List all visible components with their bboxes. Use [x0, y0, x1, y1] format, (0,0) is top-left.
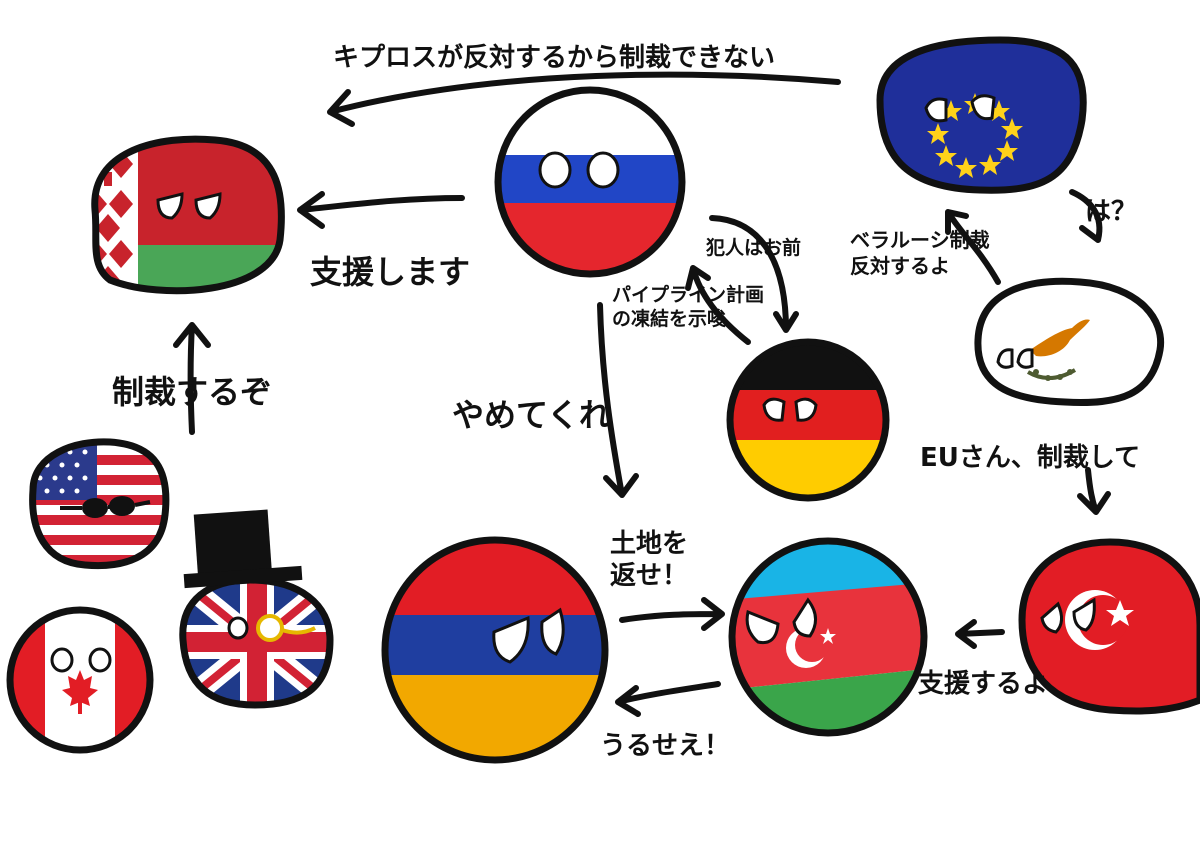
azerbaijan-ball: [728, 537, 928, 737]
top-hat-icon: [183, 509, 303, 589]
sunglasses-icon: [60, 496, 151, 518]
cyprus-ball: [974, 277, 1165, 406]
label-germany-culprit: 犯人はお前: [706, 237, 802, 259]
label-pipeline-freeze-1: パイプライン計画: [612, 284, 765, 306]
belarus-ball: [91, 135, 285, 295]
turkey-ball: [1018, 538, 1200, 715]
arrow-cyprus-to-turkey: [1077, 467, 1111, 515]
arrow-armenia-to-azerbaijan: [619, 597, 725, 631]
arrow-turkey-to-azerbaijan: [955, 619, 1005, 649]
canada-ball: [6, 606, 154, 754]
label-west-sanctions: 制裁するぞ: [112, 373, 273, 411]
monocle-icon: [256, 614, 316, 642]
label-turkey-supports: 支援するよ: [918, 669, 1049, 699]
arrow-armenia-russia: [597, 302, 639, 498]
arrow-azerbaijan-to-armenia: [615, 681, 721, 717]
label-russia-supports: 支援します: [310, 253, 471, 291]
label-armenia-to-russia: やめてくれ: [452, 396, 612, 434]
arrow-eu-to-belarus: [327, 71, 841, 127]
label-cyprus-oppose-2: 反対するよ: [850, 254, 950, 278]
arrow-west-to-belarus: [173, 322, 211, 435]
uk-ball: [179, 509, 334, 709]
arrow-germany-russia: [685, 265, 751, 345]
usa-ball: [29, 438, 170, 570]
germany-ball: [726, 338, 890, 502]
label-cyprus-blocks: キプロスが反対するから制裁できない: [333, 43, 776, 73]
label-eu-what: は？: [1085, 197, 1138, 227]
arrow-russia-to-belarus: [297, 191, 465, 229]
arrow-eu-question: [1069, 189, 1103, 243]
eu-ball: [876, 36, 1087, 194]
armenia-ball: [381, 536, 609, 764]
label-shut-up: うるせえ！: [600, 731, 731, 761]
label-cyprus-to-eu: EUさん、制裁して: [920, 443, 1141, 473]
arrow-cyprus-to-eu: [945, 209, 1001, 285]
label-return-land-1: 土地を: [610, 529, 689, 559]
label-cyprus-oppose-1: ベラルーシ制裁: [850, 228, 990, 252]
russia-ball: [494, 86, 686, 278]
label-pipeline-freeze-2: の凍結を示唆: [612, 308, 727, 330]
label-return-land-2: 返せ！: [610, 561, 689, 591]
arrow-russia-germany: [709, 215, 799, 333]
